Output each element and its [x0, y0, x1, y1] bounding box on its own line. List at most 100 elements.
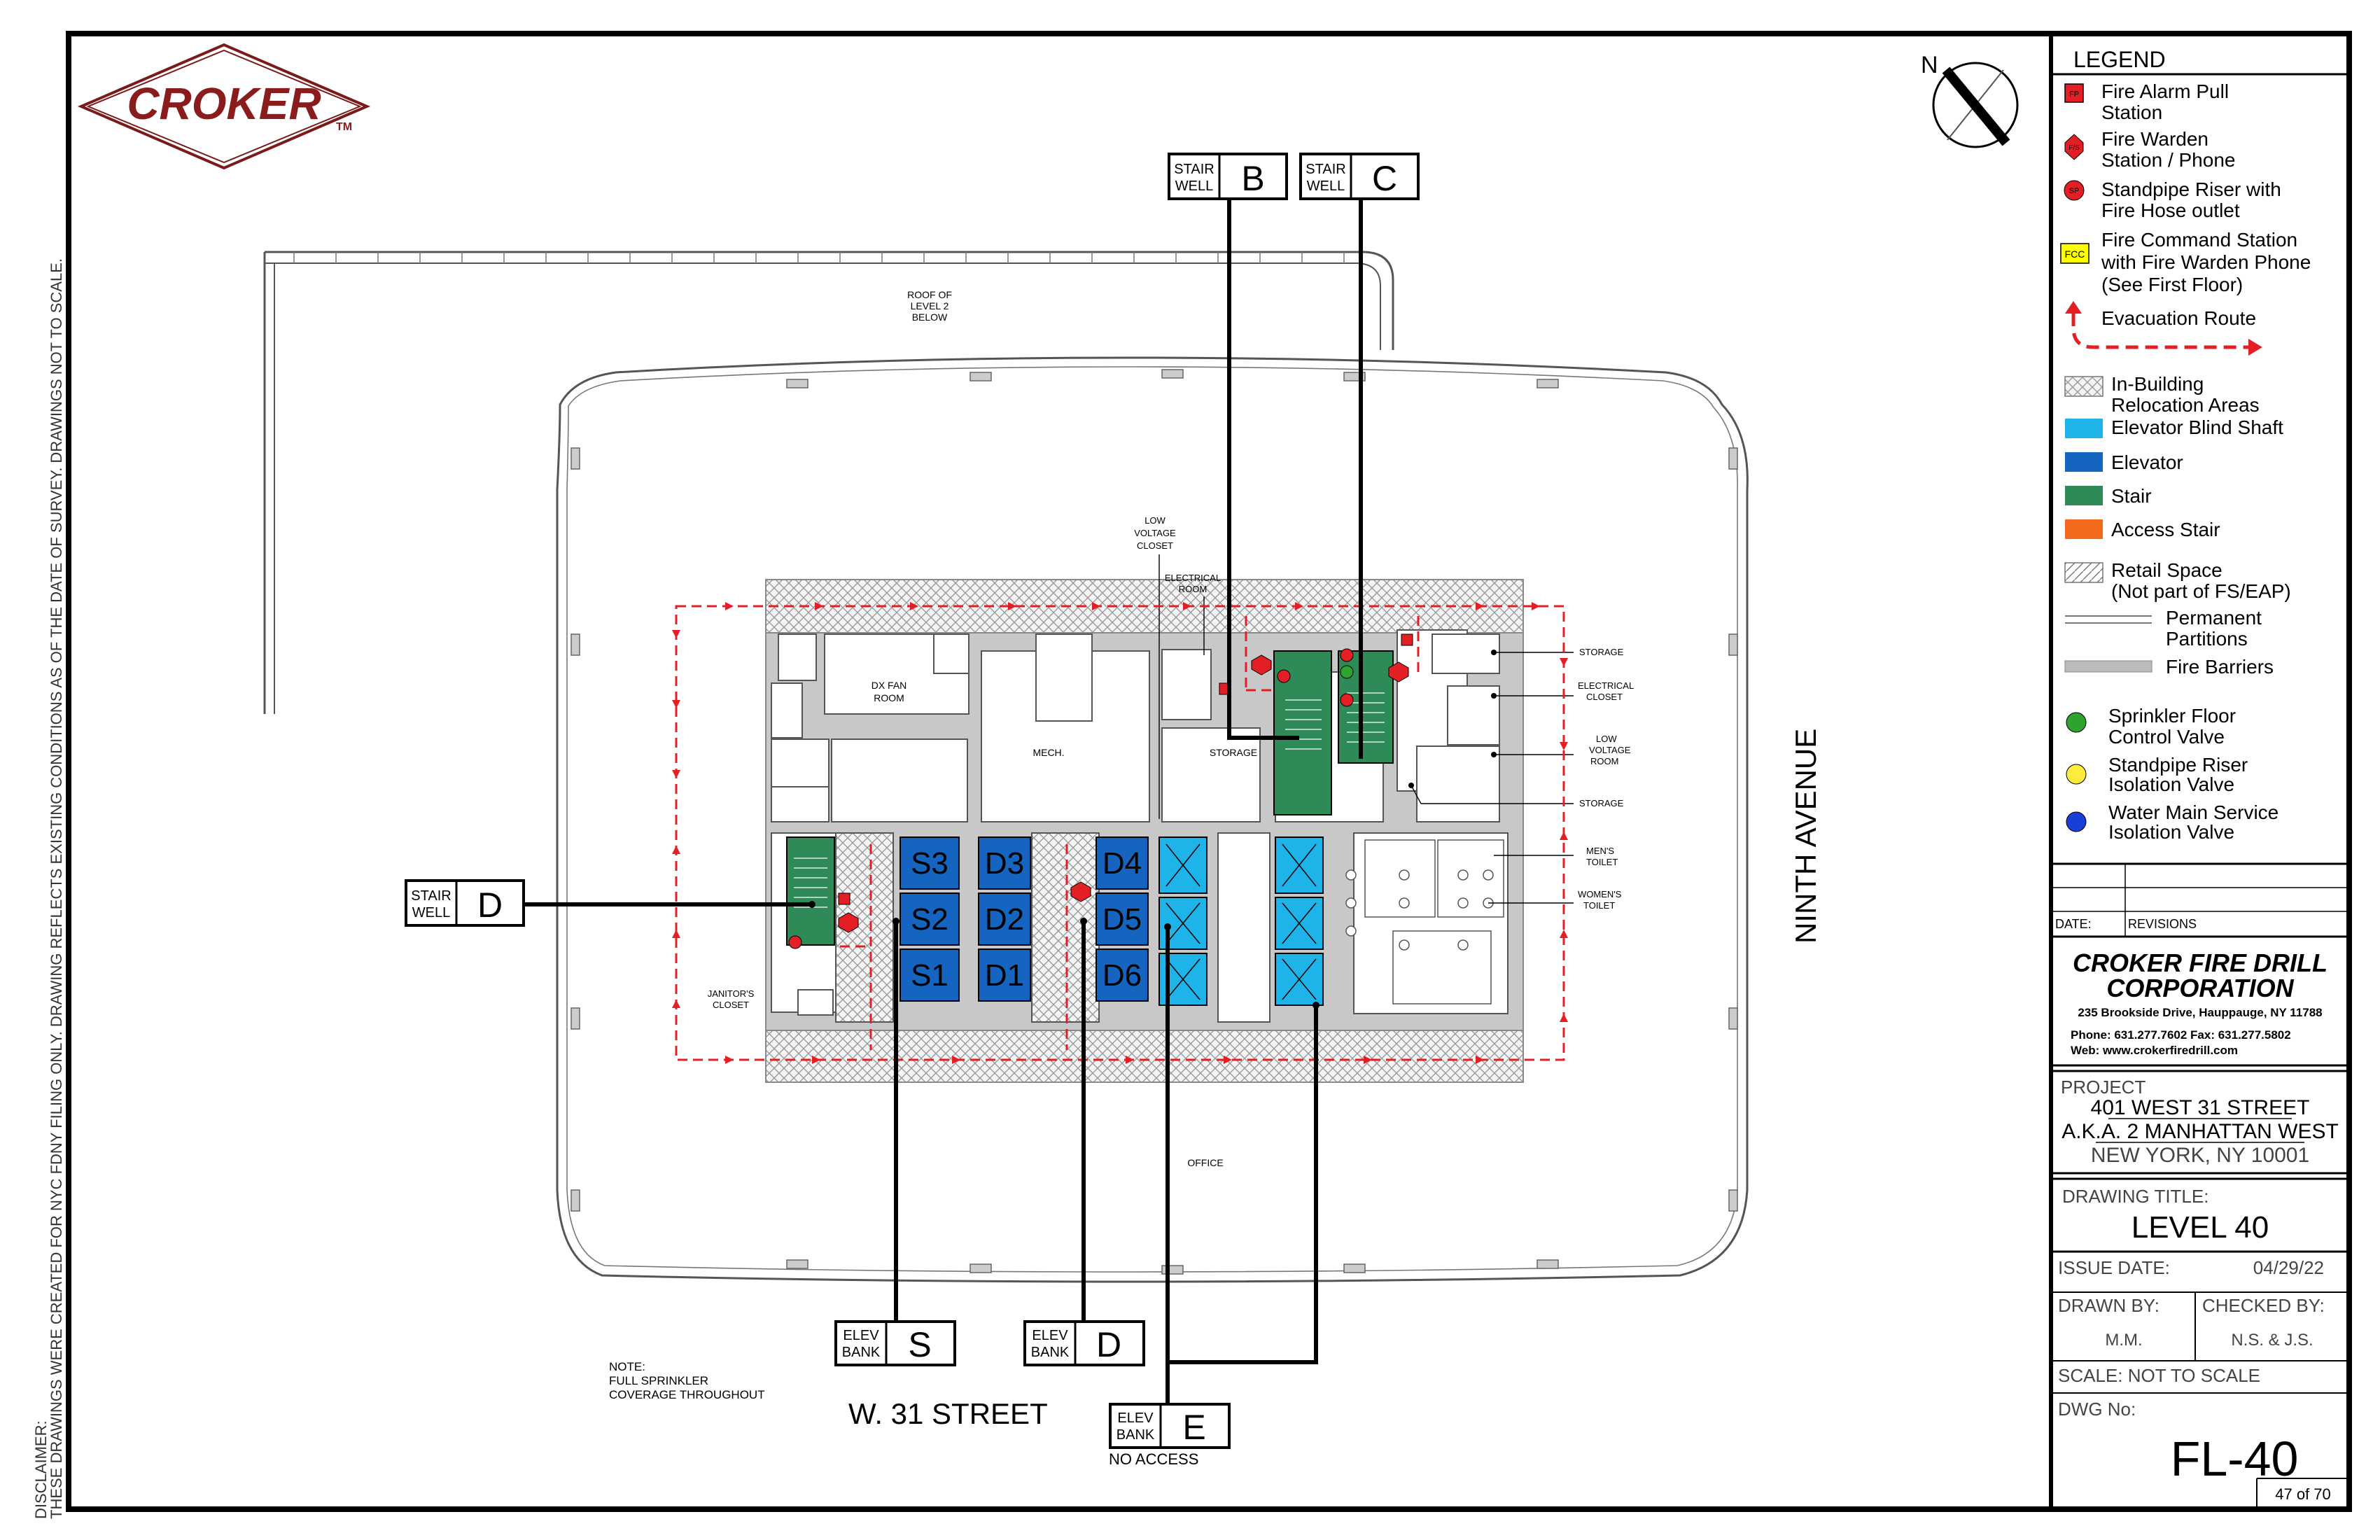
elevator-s3 — [899, 836, 960, 890]
disclaimer-title: DISCLAIMER: — [32, 1420, 50, 1519]
fire-alarm-pull-icon — [1401, 634, 1413, 646]
lv-closet-label-1: LOW — [1144, 515, 1166, 526]
checked-by: N.S. & J.S. — [2231, 1331, 2313, 1350]
svg-text:FP: FP — [2069, 90, 2079, 99]
dwg-number: FL-40 — [2171, 1432, 2299, 1486]
svg-text:STAIR: STAIR — [411, 888, 451, 904]
company-address: 235 Brookside Drive, Hauppauge, NY 11788 — [2078, 1006, 2322, 1019]
right-electrical-label-1: ELECTRICAL — [1578, 680, 1634, 691]
svg-text:E: E — [1182, 1408, 1205, 1447]
street-east: NINTH AVENUE — [1789, 729, 1822, 944]
roof-label-3: BELOW — [912, 312, 948, 323]
svg-text:NOTE:: NOTE: — [609, 1360, 645, 1373]
svg-text:WELL: WELL — [412, 905, 450, 920]
svg-text:Standpipe Riser with: Standpipe Riser with — [2101, 178, 2281, 200]
elevator-d1 — [978, 948, 1031, 1002]
croker-logo: CROKER TM — [77, 43, 371, 170]
company-name-2: CORPORATION — [2106, 974, 2294, 1002]
company-phone: Phone: 631.277.7602 Fax: 631.277.5802 — [2071, 1028, 2291, 1042]
revisions-label: REVISIONS — [2128, 917, 2197, 931]
project-label: PROJECT — [2061, 1077, 2146, 1098]
svg-text:BANK: BANK — [842, 1345, 881, 1360]
disclaimer-text: THESE DRAWINGS WERE CREATED FOR NYC FDNY… — [48, 258, 65, 1519]
svg-text:Water Main Service: Water Main Service — [2108, 802, 2278, 823]
project-line-3: NEW YORK, NY 10001 — [2091, 1144, 2309, 1167]
sprinkler-valve-icon — [1340, 665, 1354, 679]
svg-text:STAIR: STAIR — [1306, 162, 1345, 177]
svg-text:Fire Hose outlet: Fire Hose outlet — [2101, 200, 2240, 221]
elev-s-callout: ELEV BANK S — [834, 1320, 956, 1366]
svg-text:Station / Phone: Station / Phone — [2101, 149, 2235, 171]
page-number: 47 of 70 — [2275, 1485, 2331, 1503]
legend: LEGEND FP Fire Alarm Pull Station F/S Fi… — [2050, 32, 2351, 865]
elev-e-callout: ELEV BANK E NO ACCESS — [1109, 1403, 1231, 1468]
dx-fan-label-2: ROOM — [874, 692, 904, 704]
svg-text:ELEV: ELEV — [1032, 1328, 1068, 1343]
elevator-d6 — [1096, 948, 1149, 1002]
drawn-by: M.M. — [2105, 1331, 2142, 1350]
svg-text:Fire Command Station: Fire Command Station — [2101, 229, 2297, 251]
project-line-2: A.K.A. 2 MANHATTAN WEST — [2062, 1120, 2339, 1143]
standpipe-riser-icon — [788, 935, 802, 949]
svg-text:BANK: BANK — [1116, 1427, 1155, 1443]
dwg-label: DWG No: — [2058, 1399, 2136, 1420]
company-name-1: CROKER FIRE DRILL — [2073, 948, 2328, 977]
svg-text:Sprinkler Floor: Sprinkler Floor — [2108, 705, 2236, 727]
svg-text:D: D — [477, 886, 503, 925]
svg-text:with Fire Warden Phone: with Fire Warden Phone — [2101, 251, 2311, 273]
dx-fan-label-1: DX FAN — [872, 680, 907, 691]
roof-level-2: ROOF OF LEVEL 2 BELOW — [263, 251, 1394, 714]
sprinkler-valve-icon — [2066, 712, 2087, 733]
standpipe-riser-icon — [1340, 648, 1354, 662]
elevator-label-d5: D5 — [1102, 902, 1142, 937]
fire-equipment-icons — [788, 634, 1413, 949]
issue-date: 04/29/22 — [2253, 1257, 2324, 1278]
street-south: W. 31 STREET — [848, 1397, 1048, 1430]
stair-swatch — [2065, 486, 2103, 505]
stair-b-callout: STAIR WELL B — [1168, 153, 1288, 200]
svg-text:Retail Space: Retail Space — [2111, 559, 2222, 581]
stair-c-callout: STAIR WELL C — [1299, 153, 1420, 200]
svg-text:ELEV: ELEV — [1117, 1410, 1154, 1426]
standpipe-isolation-valve-icon — [2066, 764, 2087, 785]
elevator-s1 — [899, 948, 960, 1002]
right-storage-2-label: STORAGE — [1579, 798, 1624, 808]
project-line-1: 401 WEST 31 STREET — [2091, 1096, 2310, 1119]
north-arrow-icon: N — [1921, 52, 2019, 148]
elevator-d4 — [1096, 836, 1149, 890]
disclaimer: DISCLAIMER: THESE DRAWINGS WERE CREATED … — [32, 258, 65, 1519]
standpipe-riser-icon — [2064, 180, 2085, 201]
svg-text:Fire Barriers: Fire Barriers — [2166, 656, 2274, 678]
company-web: Web: www.crokerfiredrill.com — [2071, 1044, 2238, 1057]
stair-d — [786, 836, 835, 946]
fire-warden-phone-icon — [1070, 881, 1091, 902]
elevator-blind-shaft-swatch — [2065, 419, 2103, 438]
womens-label-1: WOMEN'S — [1578, 889, 1622, 899]
elevator-label-d6: D6 — [1102, 958, 1142, 993]
svg-text:D: D — [1096, 1325, 1121, 1364]
svg-text:Elevator: Elevator — [2111, 451, 2183, 473]
issue-date-label: ISSUE DATE: — [2058, 1257, 2170, 1278]
title-block: DATE: REVISIONS CROKER FIRE DRILL CORPOR… — [2050, 863, 2351, 1510]
svg-text:Isolation Valve: Isolation Valve — [2108, 774, 2234, 795]
right-lowv-label-3: ROOM — [1590, 756, 1618, 766]
mech-label: MECH. — [1032, 747, 1064, 758]
elevator-label-s1: S1 — [911, 958, 948, 993]
retail-space-swatch — [2064, 562, 2104, 583]
callout-dots — [808, 901, 1320, 1009]
legend-title: LEGEND — [2073, 47, 2166, 72]
elevator-label-s2: S2 — [911, 902, 948, 937]
svg-text:WELL: WELL — [1175, 178, 1213, 194]
svg-text:In-Building: In-Building — [2111, 373, 2204, 395]
elevator-d2 — [978, 892, 1031, 946]
north-label: N — [1921, 52, 1938, 78]
water-main-valve-icon — [2066, 811, 2087, 832]
elec-room-label-2: ROOM — [1179, 584, 1207, 594]
drawing-title: LEVEL 40 — [2132, 1210, 2269, 1245]
svg-text:Fire Alarm Pull: Fire Alarm Pull — [2101, 80, 2229, 102]
svg-text:C: C — [1372, 159, 1397, 198]
svg-text:S: S — [908, 1325, 931, 1364]
svg-text:Stair: Stair — [2111, 485, 2152, 507]
elevator-swatch — [2065, 452, 2103, 472]
